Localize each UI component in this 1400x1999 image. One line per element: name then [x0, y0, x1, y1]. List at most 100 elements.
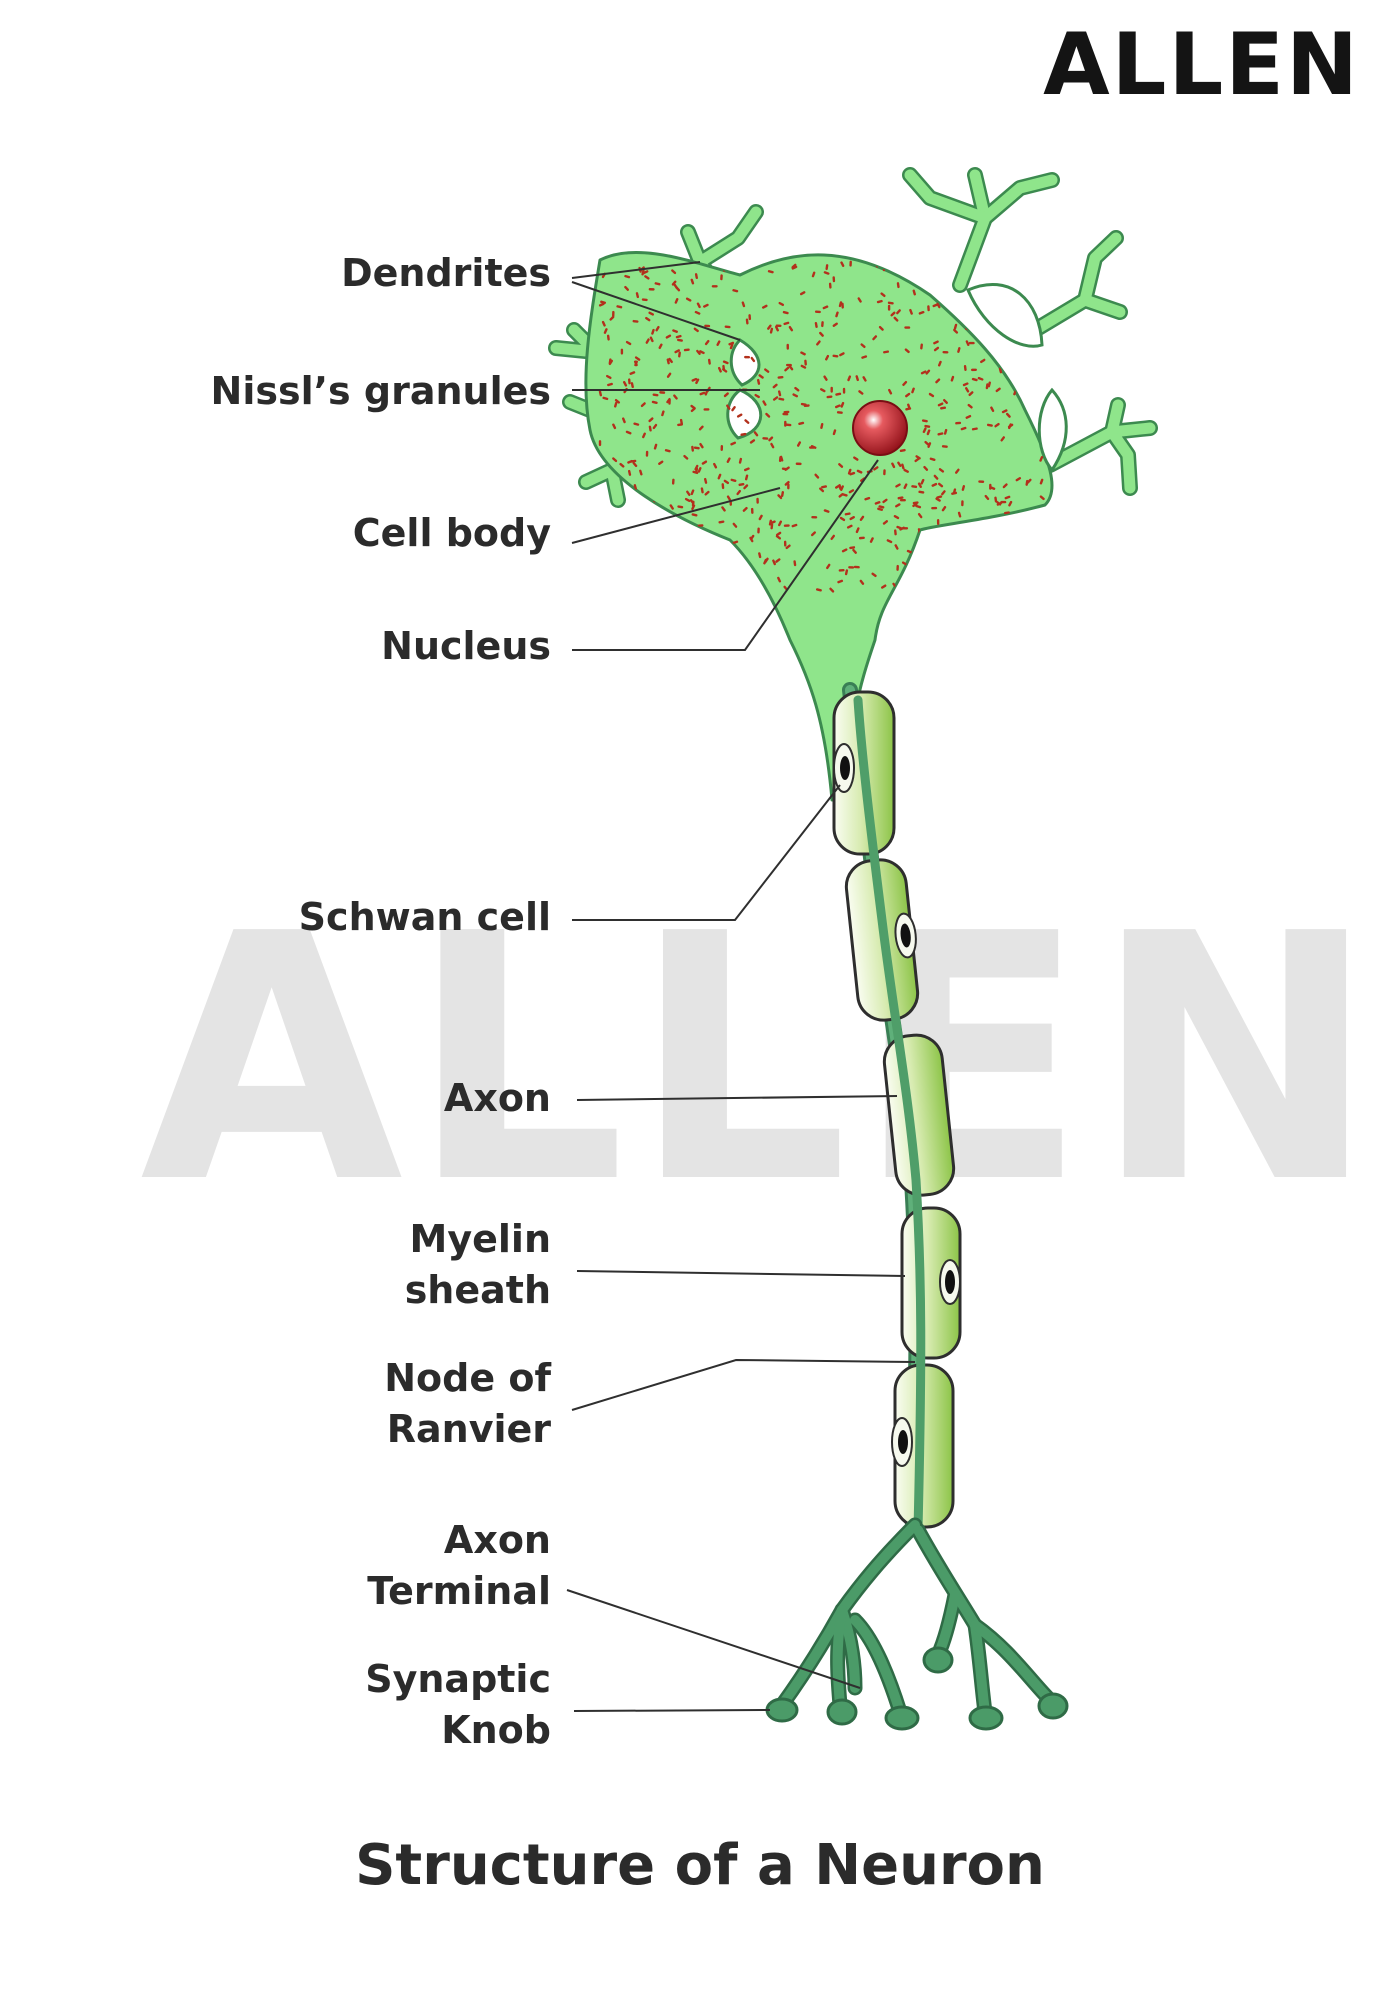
nissl-granule — [822, 305, 829, 310]
nissl-granule — [871, 572, 877, 578]
nissl-granule — [963, 305, 970, 310]
nissl-granule — [826, 395, 833, 399]
nissl-granule — [965, 340, 970, 346]
nissl-granule — [1014, 526, 1021, 531]
nissl-granule — [820, 423, 824, 429]
nissl-granule — [711, 565, 716, 572]
label-schwan-cell: Schwan cell — [298, 895, 551, 939]
nissl-granule — [835, 404, 841, 409]
nissl-granule — [655, 562, 662, 566]
cell-body-shape — [584, 251, 1054, 802]
nissl-granule — [837, 579, 844, 584]
nissl-granule — [600, 525, 605, 532]
nissl-granule — [672, 538, 678, 544]
nissl-granule — [1007, 559, 1012, 565]
nissl-granule — [916, 581, 923, 584]
leader-dendrites-b — [571, 281, 741, 341]
nissl-granule — [787, 483, 790, 490]
nissl-granule — [625, 430, 632, 435]
nissl-granule — [693, 446, 700, 450]
nissl-granule — [607, 382, 613, 387]
nissl-granule — [1027, 273, 1034, 277]
nissl-granule — [678, 529, 682, 536]
nissl-granule — [840, 261, 845, 268]
nissl-granule — [838, 568, 845, 572]
nissl-granule — [691, 513, 698, 517]
nissl-granule — [785, 423, 792, 427]
nissl-granule — [1003, 511, 1010, 515]
nissl-granule — [848, 566, 855, 569]
nissl-granule — [618, 513, 623, 520]
nissl-granule — [761, 304, 768, 309]
nissl-granule — [724, 325, 731, 329]
nissl-granule — [697, 467, 702, 473]
nissl-granule — [729, 569, 733, 576]
nissl-granule — [968, 391, 974, 397]
nissl-granule — [782, 412, 789, 416]
nucleus-shape — [852, 400, 908, 456]
nissl-granule — [673, 283, 679, 290]
nissl-granule — [671, 478, 675, 485]
leader-schwan — [572, 784, 841, 921]
nissl-granule — [736, 489, 742, 496]
nissl-granule — [778, 390, 782, 397]
nissl-granule — [922, 427, 927, 434]
nissl-granule — [1039, 456, 1044, 462]
nissl-granule — [995, 270, 1002, 274]
nissl-granule — [1005, 412, 1011, 418]
nissl-granule — [852, 548, 857, 554]
nissl-granule — [859, 515, 865, 521]
nissl-granule — [633, 422, 640, 426]
nissl-granule — [720, 444, 724, 451]
nissl-granule — [670, 530, 674, 537]
nissl-granule — [632, 461, 638, 468]
leader-myelin — [576, 1270, 906, 1277]
nissl-granule — [935, 378, 941, 384]
nissl-granule — [749, 439, 756, 444]
nissl-granule — [1019, 537, 1026, 542]
nissl-granule — [918, 574, 922, 581]
nissl-granule — [672, 329, 678, 333]
nissl-granule — [933, 340, 939, 345]
nissl-granule — [978, 480, 985, 483]
nissl-granule — [691, 504, 696, 511]
nissl-granule — [899, 448, 906, 453]
nissl-granule — [810, 531, 817, 537]
nissl-granule — [601, 320, 606, 327]
nissl-granule — [1031, 385, 1035, 392]
nissl-granule — [645, 450, 649, 457]
nissl-granule — [819, 388, 826, 393]
nissl-granule — [893, 316, 899, 322]
nissl-granule — [665, 334, 672, 339]
nissl-granule — [984, 559, 990, 565]
nissl-granule — [901, 561, 908, 566]
nissl-granule — [729, 343, 734, 350]
leader-cell-body — [571, 487, 781, 544]
nissl-granule — [605, 374, 612, 380]
nissl-granule — [596, 560, 601, 567]
nissl-granule — [612, 535, 618, 541]
nissl-granule — [658, 534, 665, 538]
nissl-granule — [953, 328, 959, 334]
nissl-granule — [694, 310, 701, 315]
nissl-granule — [622, 519, 628, 524]
nissl-granule — [1015, 477, 1022, 482]
nissl-granule — [690, 278, 695, 285]
nissl-granule — [1039, 383, 1043, 390]
nissl-granule — [968, 341, 975, 345]
nissl-granule — [717, 366, 722, 373]
nissl-granule — [740, 432, 747, 436]
nissl-granule — [931, 482, 938, 487]
nissl-granule — [945, 271, 952, 275]
label-nissl-granules: Nissl’s granules — [210, 369, 551, 413]
nissl-granule — [627, 469, 632, 476]
nissl-granule — [841, 548, 848, 553]
nissl-granule — [894, 529, 897, 536]
nissl-granule — [1028, 523, 1033, 530]
nissl-granule — [722, 364, 726, 371]
nissl-granule — [720, 274, 723, 281]
nissl-granule — [677, 505, 684, 509]
nissl-granule — [721, 506, 726, 512]
nissl-granule — [823, 375, 828, 381]
nissl-granule — [669, 504, 674, 510]
